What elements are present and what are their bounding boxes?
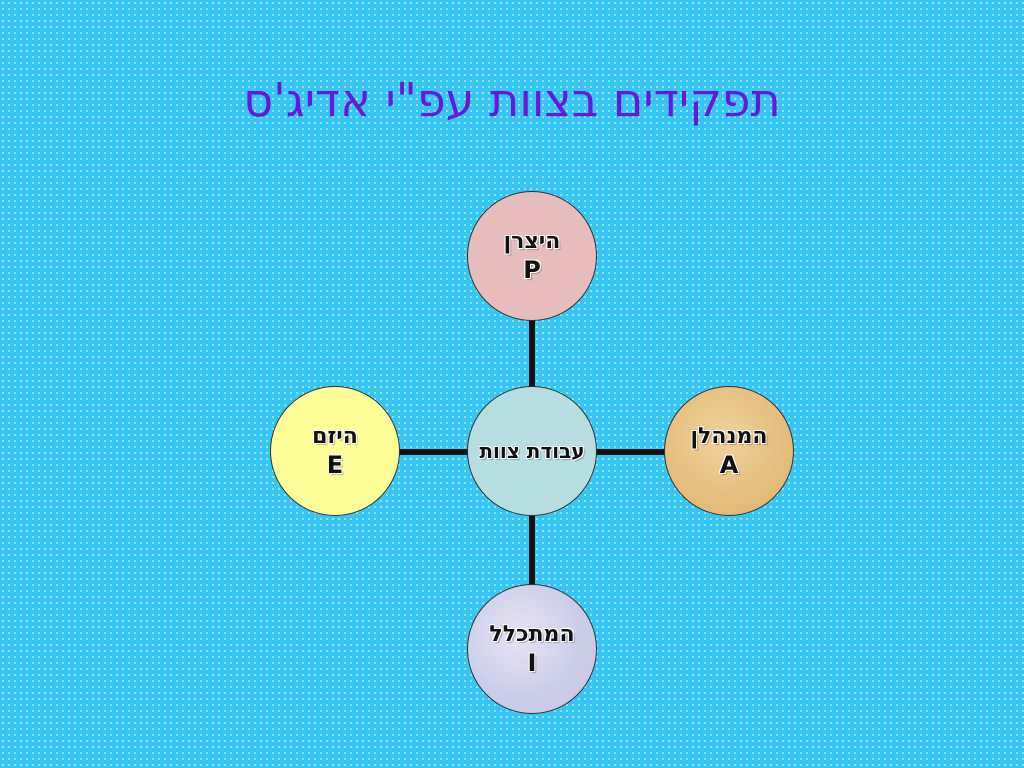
- node-entrepreneur: היזם E: [270, 386, 400, 516]
- node-producer-name: היצרן: [503, 229, 561, 254]
- node-administrator-name: המנהלן: [690, 424, 768, 449]
- node-administrator-code: A: [719, 451, 739, 479]
- node-producer: היצרן P: [467, 191, 597, 321]
- node-integrator: המתכלל I: [467, 584, 597, 714]
- node-producer-code: P: [523, 256, 541, 284]
- node-entrepreneur-name: היזם: [312, 424, 358, 449]
- slide-title: תפקידים בצוות עפ"י אדיג'ס: [243, 73, 781, 127]
- node-integrator-code: I: [527, 649, 537, 677]
- node-teamwork: עבודת צוות: [467, 386, 597, 516]
- node-integrator-name: המתכלל: [489, 622, 575, 647]
- node-administrator: המנהלן A: [664, 386, 794, 516]
- node-entrepreneur-code: E: [326, 451, 344, 479]
- node-teamwork-label: עבודת צוות: [479, 439, 585, 463]
